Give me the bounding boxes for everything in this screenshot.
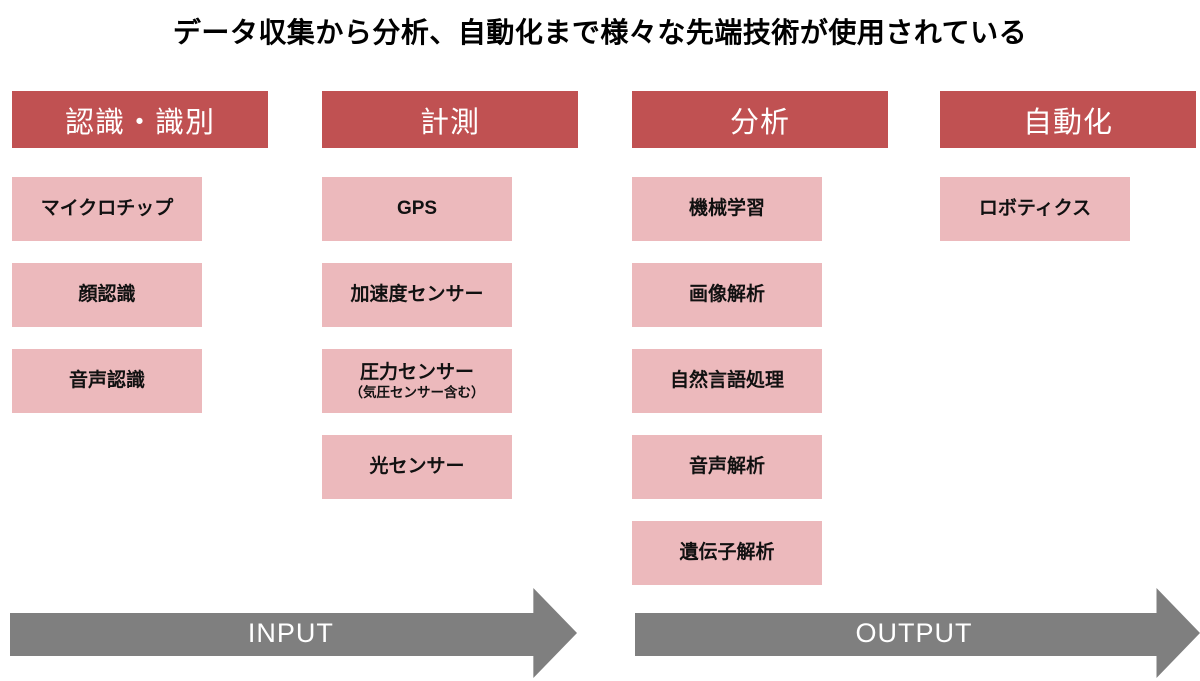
tech-item-machine-learning: 機械学習	[632, 177, 822, 241]
tech-item-light-sensor: 光センサー	[322, 435, 512, 499]
tech-item-accelerometer: 加速度センサー	[322, 263, 512, 327]
tech-item-gps: GPS	[322, 177, 512, 241]
tech-item-label: 加速度センサー	[350, 284, 484, 306]
tech-item-microchip: マイクロチップ	[12, 177, 202, 241]
tech-item-label: GPS	[396, 198, 438, 220]
tech-item-label: ロボティクス	[978, 198, 1092, 220]
column-automation: 自動化 ロボティクス	[940, 91, 1196, 263]
tech-item-label: 光センサー	[369, 456, 465, 478]
input-arrow: INPUT	[10, 588, 577, 678]
tech-item-robotics: ロボティクス	[940, 177, 1130, 241]
column-measurement: 計測 GPS 加速度センサー 圧力センサー （気圧センサー含む） 光センサー	[322, 91, 578, 521]
tech-item-genetic-analysis: 遺伝子解析	[632, 521, 822, 585]
tech-item-label: 機械学習	[688, 198, 765, 220]
tech-item-label: 音声解析	[688, 456, 765, 478]
tech-item-voice-analysis: 音声解析	[632, 435, 822, 499]
column-analysis: 分析 機械学習 画像解析 自然言語処理 音声解析 遺伝子解析	[632, 91, 888, 607]
tech-item-label: 遺伝子解析	[679, 542, 775, 564]
tech-item-label: 画像解析	[688, 284, 765, 306]
tech-item-label: 自然言語処理	[669, 370, 784, 392]
tech-item-pressure-sensor: 圧力センサー （気圧センサー含む）	[322, 349, 512, 413]
diagram-title: データ収集から分析、自動化まで様々な先端技術が使用されている	[172, 17, 1028, 48]
input-arrow-label: INPUT	[247, 617, 334, 648]
column-header-recognition: 認識・識別	[12, 91, 268, 148]
tech-item-label: 音声認識	[68, 370, 145, 392]
tech-item-label: マイクロチップ	[40, 198, 174, 220]
tech-item-face-recognition: 顔認識	[12, 263, 202, 327]
column-header-automation: 自動化	[940, 91, 1196, 148]
column-header-analysis: 分析	[632, 91, 888, 148]
tech-item-label: 圧力センサー	[359, 361, 474, 383]
tech-item-sublabel: （気圧センサー含む）	[349, 384, 485, 400]
tech-item-image-analysis: 画像解析	[632, 263, 822, 327]
tech-item-voice-recognition: 音声認識	[12, 349, 202, 413]
tech-item-label: 顔認識	[78, 284, 136, 306]
tech-item-nlp: 自然言語処理	[632, 349, 822, 413]
output-arrow-label: OUTPUT	[855, 617, 973, 648]
column-header-measurement: 計測	[322, 91, 578, 148]
column-recognition: 認識・識別 マイクロチップ 顔認識 音声認識	[12, 91, 268, 435]
